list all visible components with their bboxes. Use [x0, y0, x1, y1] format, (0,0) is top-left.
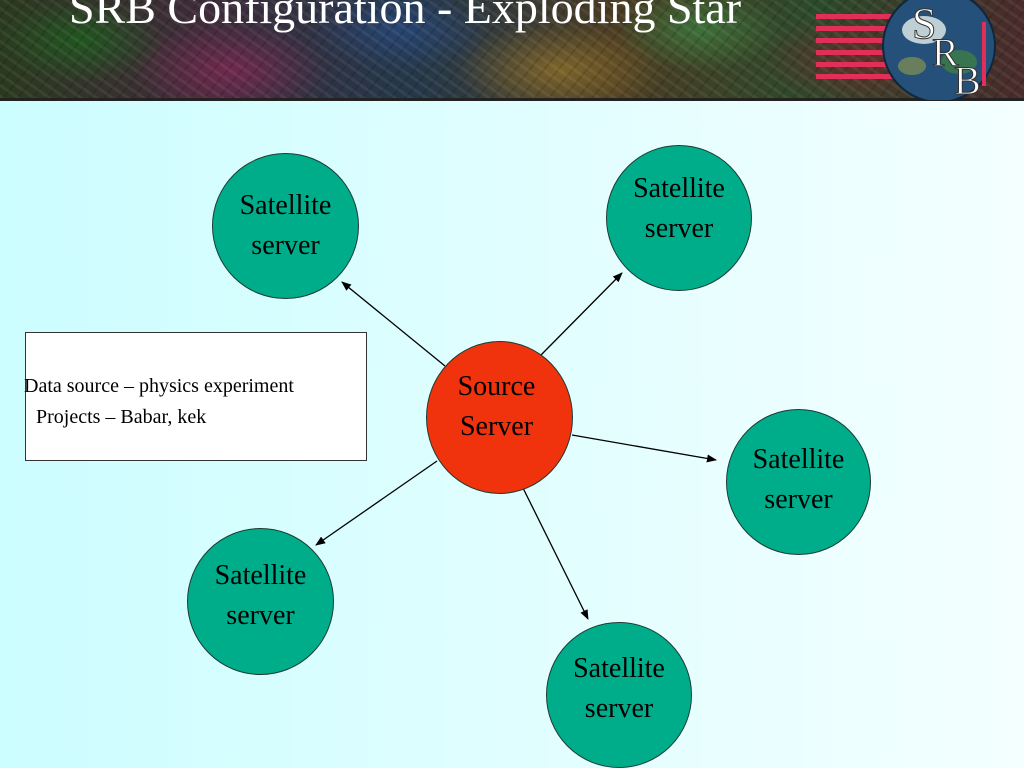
satellite-label-line2: server [226, 599, 295, 631]
satellite-label-line2: server [251, 230, 320, 261]
info-line-projects: Projects – Babar, kek [36, 406, 207, 428]
logo-letter-s: S [912, 0, 936, 48]
info-line-data-source: Data source – physics experiment [24, 375, 294, 397]
satellite-label-line2: server [644, 213, 714, 244]
satellite-server-bottom: Satellite server [546, 622, 692, 768]
satellite-label-line1: Satellite [239, 190, 332, 221]
arrow-to-top-right-satellite [539, 272, 623, 357]
satellite-label-line2: server [764, 484, 833, 515]
source-server: Source Server [426, 341, 573, 494]
arrow-to-right-satellite [571, 434, 717, 463]
satellite-server-top-right: Satellite server [606, 145, 752, 291]
logo-letter-b: B [954, 58, 981, 100]
source-label-line1: Source [457, 370, 536, 402]
satellite-label-line2: server [584, 693, 654, 724]
logo-stripes-icon [816, 14, 916, 79]
arrow-to-top-left-satellite [341, 281, 446, 367]
satellite-server-top-left: Satellite server [212, 153, 359, 299]
satellite-server-bottom-left: Satellite server [187, 528, 334, 675]
satellite-server-right: Satellite server [726, 409, 871, 555]
data-source-info-box: Data source – physics experiment Project… [24, 332, 367, 461]
satellite-label-line1: Satellite [633, 173, 725, 204]
satellite-label-line1: Satellite [214, 559, 307, 591]
arrow-to-bottom-left-satellite [315, 460, 438, 546]
satellite-label-line1: Satellite [752, 444, 845, 475]
logo-letter-r: R [932, 30, 959, 75]
srb-logo: S R B [816, 0, 996, 100]
satellite-label-line1: Satellite [573, 653, 665, 684]
source-label-line2: Server [459, 410, 534, 442]
slide-title: SRB Configuration - Exploding Star [68, 0, 742, 33]
arrow-to-bottom-satellite [521, 485, 589, 620]
